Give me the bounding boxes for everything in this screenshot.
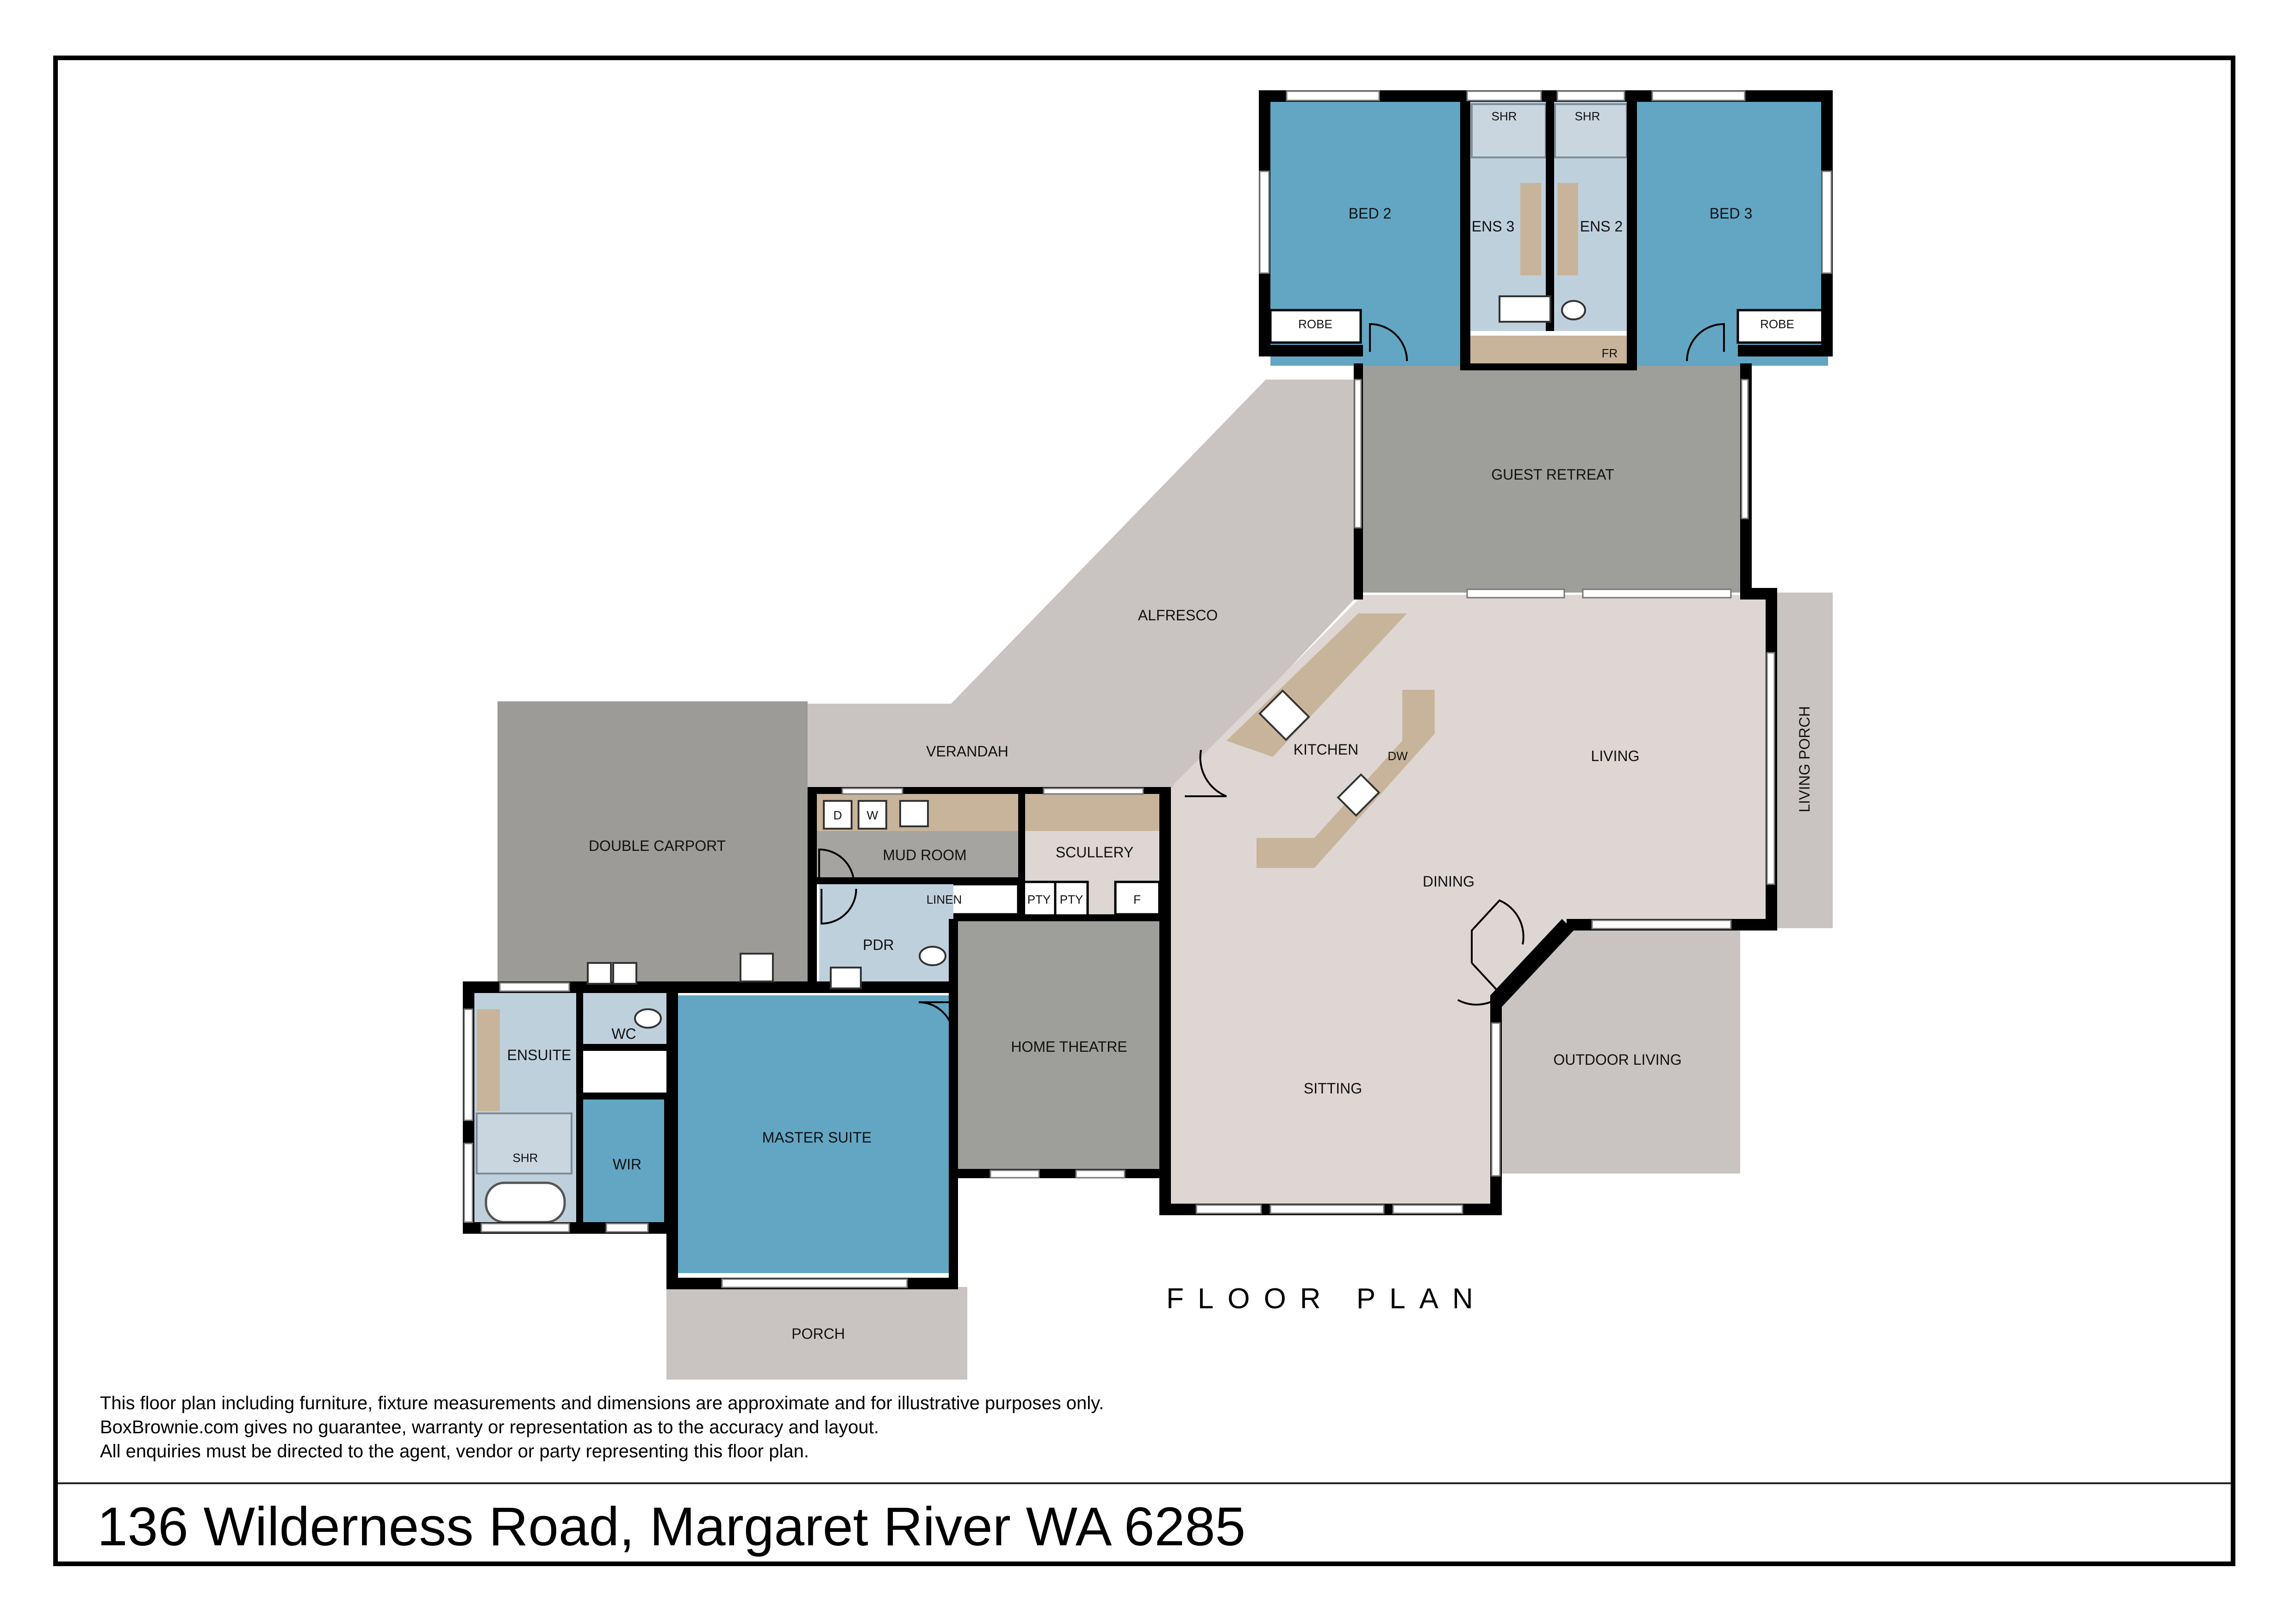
label-living: LIVING — [1591, 748, 1640, 764]
vanity-ens-3 — [1520, 183, 1541, 275]
label-sitting: SITTING — [1304, 1080, 1362, 1097]
robe-bed-2 — [1269, 309, 1362, 344]
vanity-ens-2 — [1557, 183, 1578, 275]
kitchen-island-bench — [1257, 690, 1435, 868]
windows — [463, 90, 1832, 1288]
label-shr-ens-3: SHR — [1492, 109, 1517, 123]
label-robe-bed-3: ROBE — [1760, 317, 1794, 331]
label-master-suite: MASTER SUITE — [762, 1129, 871, 1146]
outdoor-living-area — [1497, 928, 1740, 1174]
alfresco-area — [808, 380, 1358, 787]
kitchen-sink — [1337, 773, 1381, 817]
master-shower — [476, 1112, 572, 1174]
label-wc: WC — [611, 1025, 636, 1042]
label-robe-bed-2: ROBE — [1298, 317, 1332, 331]
shr-ens-2 — [1554, 103, 1628, 158]
disclaimer-line: BoxBrownie.com gives no guarantee, warra… — [100, 1417, 879, 1437]
label-d: D — [834, 808, 842, 822]
label-guest-retreat: GUEST RETREAT — [1491, 466, 1614, 483]
fixtures — [587, 295, 1586, 1029]
label-bed-2: BED 2 — [1349, 205, 1391, 222]
dryer-box — [823, 800, 852, 830]
master-suite-room — [676, 995, 953, 1273]
guest-retreat-room — [1363, 366, 1742, 593]
label-mud-room: MUD ROOM — [883, 847, 966, 863]
disclaimer-line: All enquiries must be directed to the ag… — [100, 1441, 809, 1462]
robe-bed-3 — [1736, 309, 1827, 344]
label-linen: LINEN — [927, 893, 962, 906]
label-ens-2: ENS 2 — [1580, 218, 1623, 235]
hall-bench-fr — [1469, 336, 1629, 368]
living-porch-area — [1775, 593, 1833, 928]
property-address: 136 Wilderness Road, Margaret River WA 6… — [97, 1496, 1246, 1557]
label-wir: WIR — [613, 1156, 641, 1173]
label-verandah: VERANDAH — [926, 743, 1008, 760]
label-kitchen: KITCHEN — [1294, 741, 1358, 758]
label-living-porch: LIVING PORCH — [1796, 706, 1813, 812]
home-theatre-room — [956, 919, 1169, 1169]
label-dw: DW — [1388, 749, 1408, 763]
label-shr-master: SHR — [513, 1151, 538, 1165]
label-ens-3: ENS 3 — [1472, 218, 1514, 235]
label-pty-2: PTY — [1060, 893, 1083, 906]
pdr-toilet — [919, 946, 946, 966]
wir-room — [581, 1097, 671, 1224]
plan-title: FLOOR PLAN — [1166, 1283, 1487, 1315]
doors — [818, 323, 1725, 1037]
cooktop — [1258, 689, 1310, 741]
wc-toilet — [634, 1008, 662, 1029]
double-carport-area — [498, 701, 808, 981]
scullery-bench — [1023, 794, 1164, 831]
label-dining: DINING — [1423, 873, 1475, 890]
washer-box — [858, 800, 887, 830]
label-scullery: SCULLERY — [1056, 844, 1133, 861]
page-frame — [53, 56, 2235, 1566]
label-pdr: PDR — [863, 937, 894, 953]
label-alfresco: ALFRESCO — [1138, 607, 1218, 624]
mud-room — [808, 831, 1020, 882]
label-porch: PORCH — [791, 1325, 845, 1342]
label-fr: FR — [1602, 346, 1618, 360]
label-double-carport: DOUBLE CARPORT — [589, 837, 726, 854]
verandah-strip — [808, 704, 1173, 787]
label-f: F — [1133, 893, 1141, 906]
laundry-sink — [899, 800, 929, 827]
label-w: W — [867, 808, 878, 822]
pty-2 — [1054, 881, 1089, 918]
footer-divider — [58, 1482, 2231, 1484]
disclaimer: This floor plan including furniture, fix… — [100, 1391, 1104, 1463]
porch-area — [666, 1287, 967, 1380]
ensuite-vanity — [477, 1009, 500, 1111]
label-ensuite: ENSUITE — [507, 1047, 572, 1063]
shr-ens-3 — [1471, 103, 1547, 158]
bath-tub — [485, 1181, 566, 1224]
label-shr-ens-2: SHR — [1575, 109, 1600, 123]
ens-bench — [1499, 295, 1551, 323]
disclaimer-line: This floor plan including furniture, fix… — [100, 1393, 1104, 1413]
label-outdoor-living: OUTDOOR LIVING — [1553, 1051, 1681, 1068]
label-bed-3: BED 3 — [1710, 205, 1752, 222]
label-home-theatre: HOME THEATRE — [1011, 1038, 1127, 1055]
label-pty-1: PTY — [1027, 893, 1051, 906]
living-dining-area — [1171, 595, 1766, 1208]
